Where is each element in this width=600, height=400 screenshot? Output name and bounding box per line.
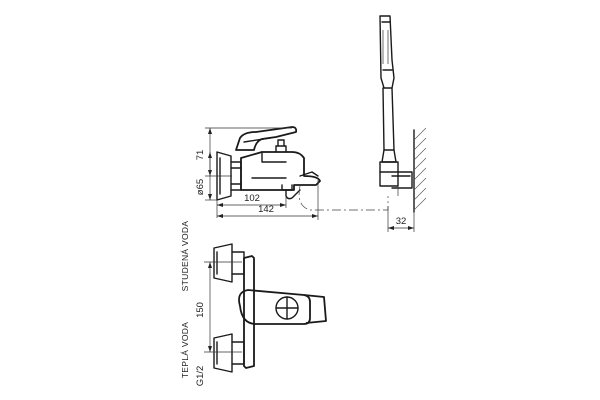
dimension-150-label: 150 [195, 302, 206, 318]
dimension-diameter-65: ø65 [195, 152, 218, 201]
cold-water-label: STUDENÁ VODA [180, 221, 190, 292]
dimension-102-label: 102 [244, 193, 260, 204]
hand-shower [379, 15, 397, 163]
hot-water-label: TEPLÁ VODA [180, 322, 190, 378]
dimension-71-label: 71 [195, 150, 206, 161]
dimension-32-label: 32 [396, 216, 407, 227]
dimension-150: 150 [195, 261, 242, 353]
shower-holder [379, 161, 413, 196]
dimension-142-label: 142 [258, 204, 274, 215]
hose-centerline [298, 185, 389, 211]
dimension-diameter-65-label: ø65 [195, 179, 206, 195]
thread-size-label: G1/2 [195, 366, 206, 387]
mixer-side-view [216, 126, 321, 201]
dimension-142: 142 [217, 180, 319, 220]
mixer-front-view [213, 243, 327, 373]
wall-section [413, 127, 427, 213]
dimension-32: 32 [387, 206, 415, 232]
dimension-102: 102 [216, 193, 287, 218]
